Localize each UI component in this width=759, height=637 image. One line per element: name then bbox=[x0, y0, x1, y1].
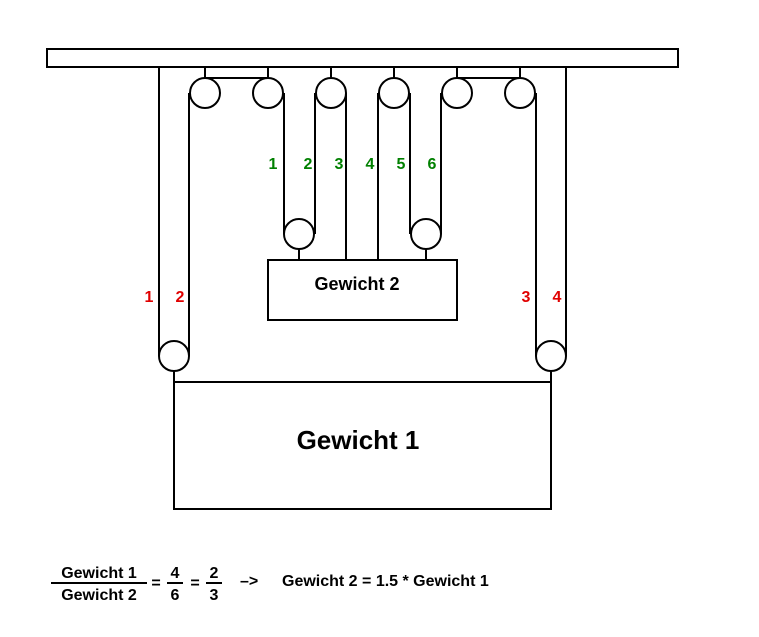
label-outer-2: 2 bbox=[176, 289, 185, 306]
weight-1-box bbox=[173, 381, 552, 510]
label-inner-3: 3 bbox=[335, 156, 344, 173]
label-outer-3: 3 bbox=[522, 289, 531, 306]
top-pulleys bbox=[189, 67, 536, 109]
pulley-outer-left bbox=[158, 340, 190, 372]
inner-rope-labels: 1 2 3 4 5 6 bbox=[269, 156, 437, 173]
pulley-top-5 bbox=[441, 77, 473, 109]
ceiling-beam bbox=[46, 48, 679, 68]
label-inner-6: 6 bbox=[428, 156, 437, 173]
label-inner-2: 2 bbox=[304, 156, 313, 173]
formula-frac1-den: 6 bbox=[171, 587, 180, 604]
formula-equals-2: = bbox=[190, 575, 199, 592]
label-inner-4: 4 bbox=[366, 156, 375, 173]
pulley-top-1 bbox=[189, 77, 221, 109]
formula: Gewicht 1 Gewicht 2 = 4 6 = 2 3 –> Gewic… bbox=[51, 565, 489, 604]
label-inner-1: 1 bbox=[269, 156, 278, 173]
formula-result: Gewicht 2 = 1.5 * Gewicht 1 bbox=[282, 573, 489, 590]
pulley-outer-right bbox=[535, 340, 567, 372]
label-outer-1: 1 bbox=[145, 289, 154, 306]
formula-denominator: Gewicht 2 bbox=[61, 587, 137, 604]
pulley-inner-right bbox=[410, 218, 442, 250]
formula-equals-1: = bbox=[151, 575, 160, 592]
formula-numerator: Gewicht 1 bbox=[61, 565, 137, 582]
outer-rope-system bbox=[158, 67, 567, 382]
weight-2-box bbox=[267, 259, 458, 321]
weight-2-label: Gewicht 2 bbox=[314, 274, 399, 294]
pulley-top-2 bbox=[252, 77, 284, 109]
formula-frac1-num: 4 bbox=[171, 565, 180, 582]
formula-frac2-num: 2 bbox=[210, 565, 219, 582]
weight-1-label: Gewicht 1 bbox=[297, 425, 420, 455]
pulley-top-6 bbox=[504, 77, 536, 109]
pulley-inner-left bbox=[283, 218, 315, 250]
outer-rope-labels: 1 2 3 4 bbox=[145, 289, 562, 306]
inner-rope-system bbox=[205, 77, 520, 260]
pulley-top-4 bbox=[378, 77, 410, 109]
formula-frac2-den: 3 bbox=[210, 587, 219, 604]
formula-arrow: –> bbox=[240, 573, 258, 590]
label-inner-5: 5 bbox=[397, 156, 406, 173]
pulley-top-3 bbox=[315, 77, 347, 109]
label-outer-4: 4 bbox=[553, 289, 562, 306]
